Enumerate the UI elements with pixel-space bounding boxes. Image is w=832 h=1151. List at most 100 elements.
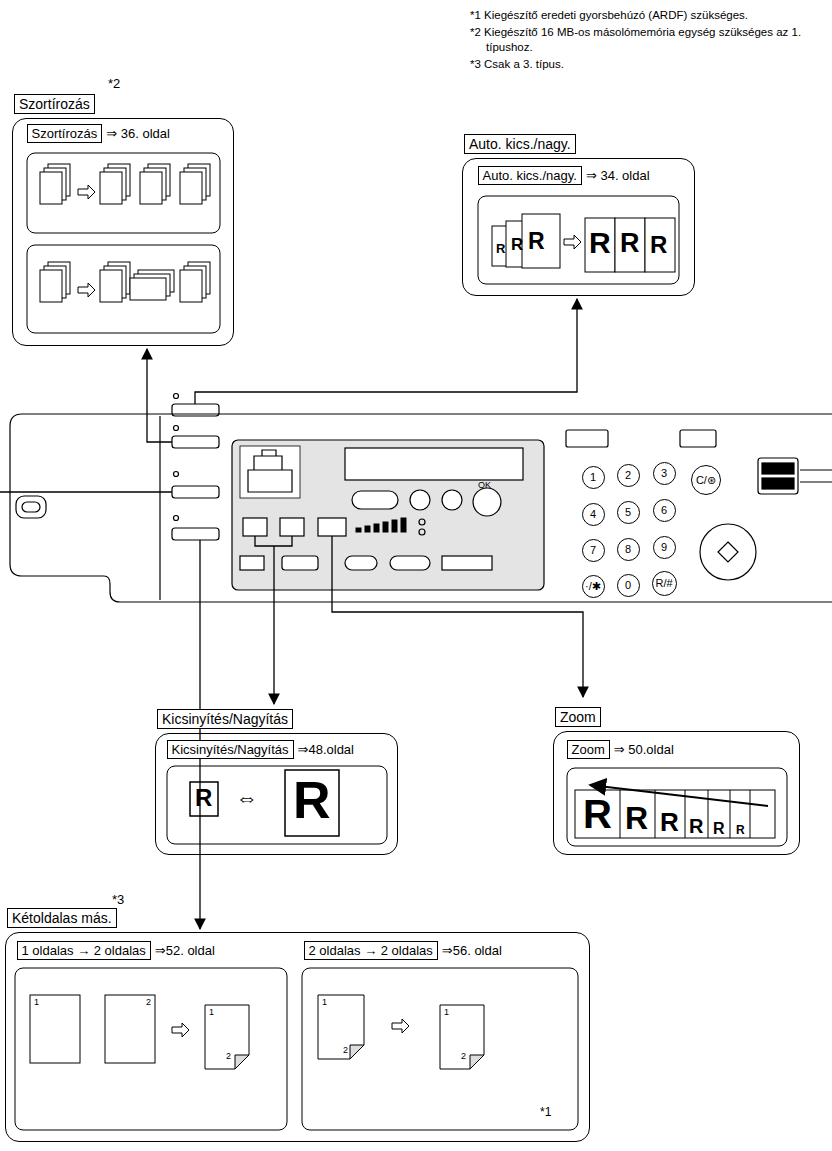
density-bar	[374, 524, 379, 532]
page-shape	[140, 172, 162, 204]
illustration-letter: R	[195, 785, 212, 811]
function-reference: 1 oldalas → 2 oldalas ⇒52. oldal	[17, 943, 215, 958]
function-name: Zoom	[567, 740, 610, 759]
page-reference: ⇒ 50.oldal	[614, 742, 674, 757]
page-shape	[40, 270, 62, 302]
callout-panel: Kétoldalas más.1 oldalas → 2 oldalas⇒52.…	[5, 932, 590, 1142]
illustration-letter: R	[589, 226, 611, 259]
button-label: OK	[478, 481, 491, 491]
function-name: Szortírozás	[27, 124, 103, 143]
key-label: R/#	[655, 577, 672, 589]
key-label: 9	[661, 541, 667, 553]
keypad-key: 1	[582, 466, 605, 489]
illustration-letter: R	[583, 792, 612, 836]
leader-arrows	[0, 299, 583, 929]
page-number: 2	[226, 1052, 231, 1062]
duplex-page	[205, 1005, 249, 1069]
panel-heading: Zoom	[555, 707, 601, 727]
function-name: Kicsinyítés/Nagyítás	[167, 740, 294, 759]
illustration-letter: R	[713, 820, 725, 838]
panel-heading: Auto. kics./nagy.	[464, 134, 576, 154]
function-reference: Kicsinyítés/Nagyítás ⇒48.oldal	[167, 742, 354, 757]
page-number: 2	[461, 1052, 466, 1062]
page-shape	[100, 172, 122, 204]
arrow-symbol	[564, 235, 581, 249]
keypad-key: 3	[653, 462, 676, 485]
illustration-letter: R	[528, 229, 545, 254]
callout-panel: Auto. kics./nagy.Auto. kics./nagy.⇒ 34. …	[462, 158, 695, 296]
illustration-letter: R	[625, 801, 648, 836]
page-shape	[522, 214, 560, 268]
function-name: 2 oldalas → 2 oldalas	[304, 941, 438, 960]
page-reference: ⇒ 36. oldal	[106, 126, 170, 141]
page-number: 1	[322, 998, 327, 1008]
arrow-symbol	[78, 283, 95, 297]
keypad-key: 8	[617, 538, 640, 561]
illustration-frames	[15, 153, 787, 1130]
page-reference: ⇒ 34. oldal	[586, 168, 650, 183]
page-number: 2	[146, 998, 151, 1008]
key-label: 5	[625, 506, 631, 518]
duplex-page	[318, 995, 364, 1059]
page-number: 1	[444, 1008, 449, 1018]
keypad-key: ·/✱	[582, 575, 605, 598]
key-label: 0	[625, 579, 631, 591]
density-bar	[401, 518, 406, 532]
key-label: C/⊛	[696, 474, 716, 487]
keypad-key: 4	[582, 503, 605, 526]
key-label: 6	[661, 504, 667, 516]
keypad-key: 5	[617, 501, 640, 524]
keypad-key: 6	[653, 499, 676, 522]
keypad-key: C/⊛	[691, 465, 721, 495]
page-fold	[235, 1055, 249, 1069]
keypad-key: 7	[582, 539, 605, 562]
key-label: ·/✱	[585, 580, 601, 593]
page-number: 1	[209, 1008, 214, 1018]
function-name: 1 oldalas → 2 oldalas	[17, 941, 151, 960]
key-label: 2	[625, 469, 631, 481]
illustration-letter: R	[496, 242, 505, 256]
duplex-page	[440, 1005, 484, 1069]
function-reference: Zoom ⇒ 50.oldal	[567, 742, 674, 757]
page-reference: ⇒52. oldal	[155, 943, 215, 958]
page-shape	[130, 278, 166, 300]
key-label: 7	[590, 544, 596, 556]
footnote-mark: *2	[108, 77, 120, 91]
key-label: 1	[590, 471, 596, 483]
page-shape	[180, 270, 202, 302]
illustration-letter: R	[293, 772, 331, 829]
page-shape	[645, 218, 675, 272]
arrow-symbol	[392, 1019, 409, 1033]
footnote: *1 Kiegészítő eredeti gyorsbehúzó (ARDF)…	[470, 8, 832, 23]
key-label: 4	[590, 508, 596, 520]
function-reference: 2 oldalas → 2 oldalas ⇒56. oldal	[304, 943, 502, 958]
arrow-symbol	[172, 1023, 189, 1037]
keypad-key: 2	[617, 464, 640, 487]
illustration-letter: R	[511, 236, 523, 255]
density-bar	[392, 520, 397, 532]
page-shape	[615, 218, 645, 272]
key-label: 8	[625, 543, 631, 555]
illustration-letter: R	[736, 824, 745, 837]
page-shape	[100, 270, 122, 302]
page-shape	[105, 995, 155, 1063]
page-reference: ⇒48.oldal	[298, 742, 354, 757]
illustration-letter: R	[620, 229, 640, 259]
panel-heading: Kicsinyítés/Nagyítás	[157, 709, 293, 729]
panel-heading: Kétoldalas más.	[7, 908, 117, 928]
function-reference: Szortírozás⇒ 36. oldal	[27, 126, 170, 141]
density-indicator	[356, 518, 406, 532]
callout-panel: SzortírozásSzortírozás⇒ 36. oldal	[12, 118, 234, 346]
keypad-key: R/#	[652, 571, 677, 596]
footnote: *2 Kiegészítő 16 MB-os másolómemória egy…	[470, 25, 832, 55]
page-shape	[180, 172, 202, 204]
page-reference: ⇒56. oldal	[442, 943, 502, 958]
callout-panel: Kicsinyítés/NagyításKicsinyítés/Nagyítás…	[155, 733, 398, 855]
footnote-mark: *1	[540, 1106, 551, 1119]
page-fold	[350, 1045, 364, 1059]
page-shape	[30, 995, 80, 1063]
keypad-key: 0	[617, 574, 640, 597]
illustration-letter: R	[660, 808, 679, 837]
footnote-mark: *3	[112, 893, 124, 907]
